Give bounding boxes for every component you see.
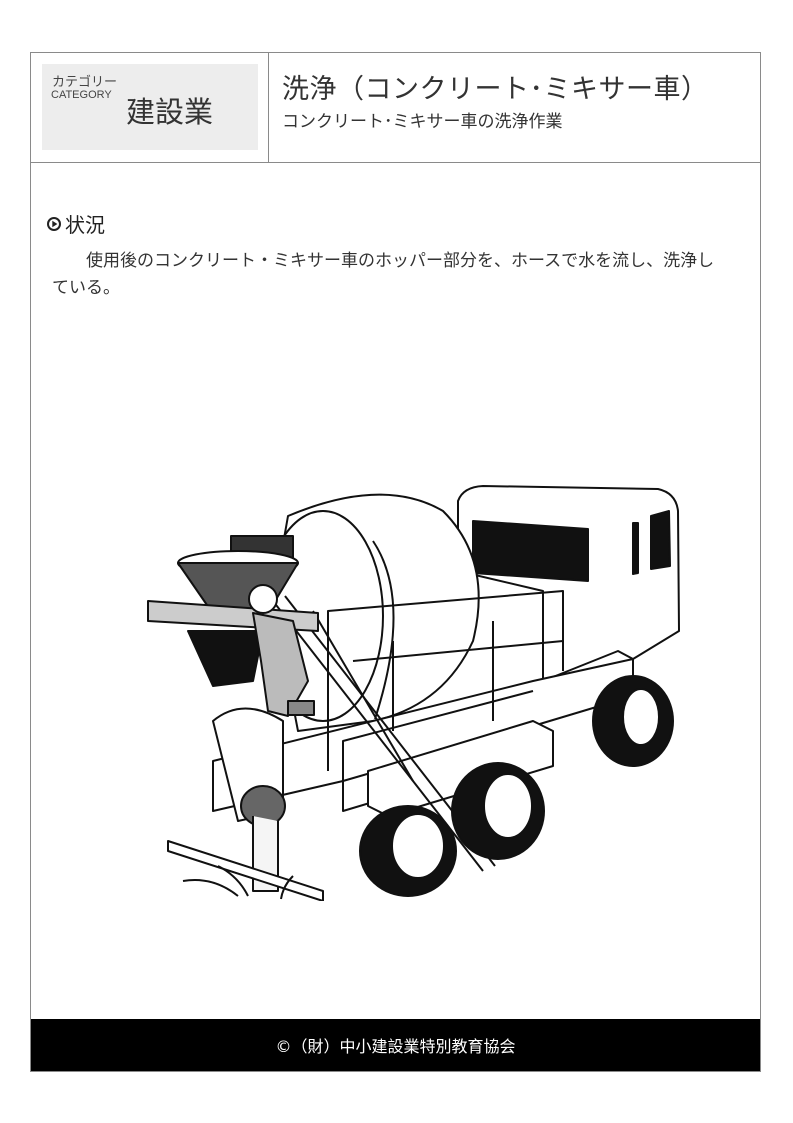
category-box: カテゴリー CATEGORY 建設業 xyxy=(42,64,258,150)
mixer-truck-illustration xyxy=(147,485,680,901)
page-subtitle: コンクリート･ミキサー車の洗浄作業 xyxy=(282,112,563,132)
category-label-jp: カテゴリー xyxy=(52,75,118,90)
category-label-en: CATEGORY xyxy=(51,89,112,101)
play-circle-icon xyxy=(47,216,61,231)
header: カテゴリー CATEGORY 建設業 洗浄（コンクリート･ミキサー車） コンクリ… xyxy=(31,53,760,163)
footer-copyright: ©（財）中小建設業特別教育協会 xyxy=(31,1019,760,1071)
header-divider xyxy=(268,53,269,162)
category-value: 建設業 xyxy=(126,95,214,129)
situation-description: 使用後のコンクリート・ミキサー車のホッパー部分を、ホースで水を流し、洗浄している… xyxy=(52,251,715,298)
section-heading-text: 状況 xyxy=(65,213,105,237)
document-frame: カテゴリー CATEGORY 建設業 洗浄（コンクリート･ミキサー車） コンクリ… xyxy=(30,52,761,1072)
section-heading: 状況 xyxy=(47,209,105,238)
page-title: 洗浄（コンクリート･ミキサー車） xyxy=(282,74,709,105)
